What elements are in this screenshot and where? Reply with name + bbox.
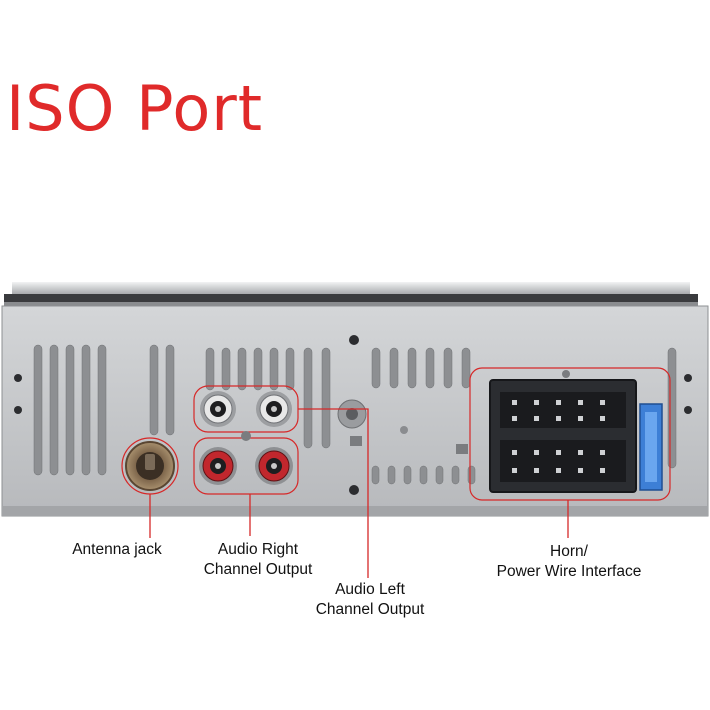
- rca-white-right-jack: [256, 391, 292, 427]
- rca-white-left-jack: [200, 391, 236, 427]
- vent-slots-right: [667, 347, 677, 469]
- rca-outputs: [193, 385, 299, 495]
- audio-left-label: Audio Left Channel Output: [315, 581, 425, 618]
- mounting-bosses: [337, 399, 468, 454]
- horn-power-label: Horn/ Power Wire Interface: [496, 543, 642, 580]
- vent-slots-left: [33, 344, 175, 476]
- top-lid-edge: [4, 294, 698, 304]
- screw-holes: [14, 335, 692, 495]
- rca-red-left-jack: [199, 447, 237, 485]
- vent-slots-center: [205, 347, 471, 449]
- page-title: ISO Port: [6, 72, 264, 145]
- antenna-jack: [121, 437, 179, 495]
- callout-lines: [149, 408, 569, 578]
- rca-red-right-jack: [255, 447, 293, 485]
- top-lid: [12, 282, 690, 296]
- audio-right-label: Audio Right Channel Output: [203, 541, 313, 578]
- antenna-jack-label: Antenna jack: [72, 541, 162, 558]
- iso-connector: [469, 367, 671, 501]
- iso-connector-callout: [469, 367, 671, 501]
